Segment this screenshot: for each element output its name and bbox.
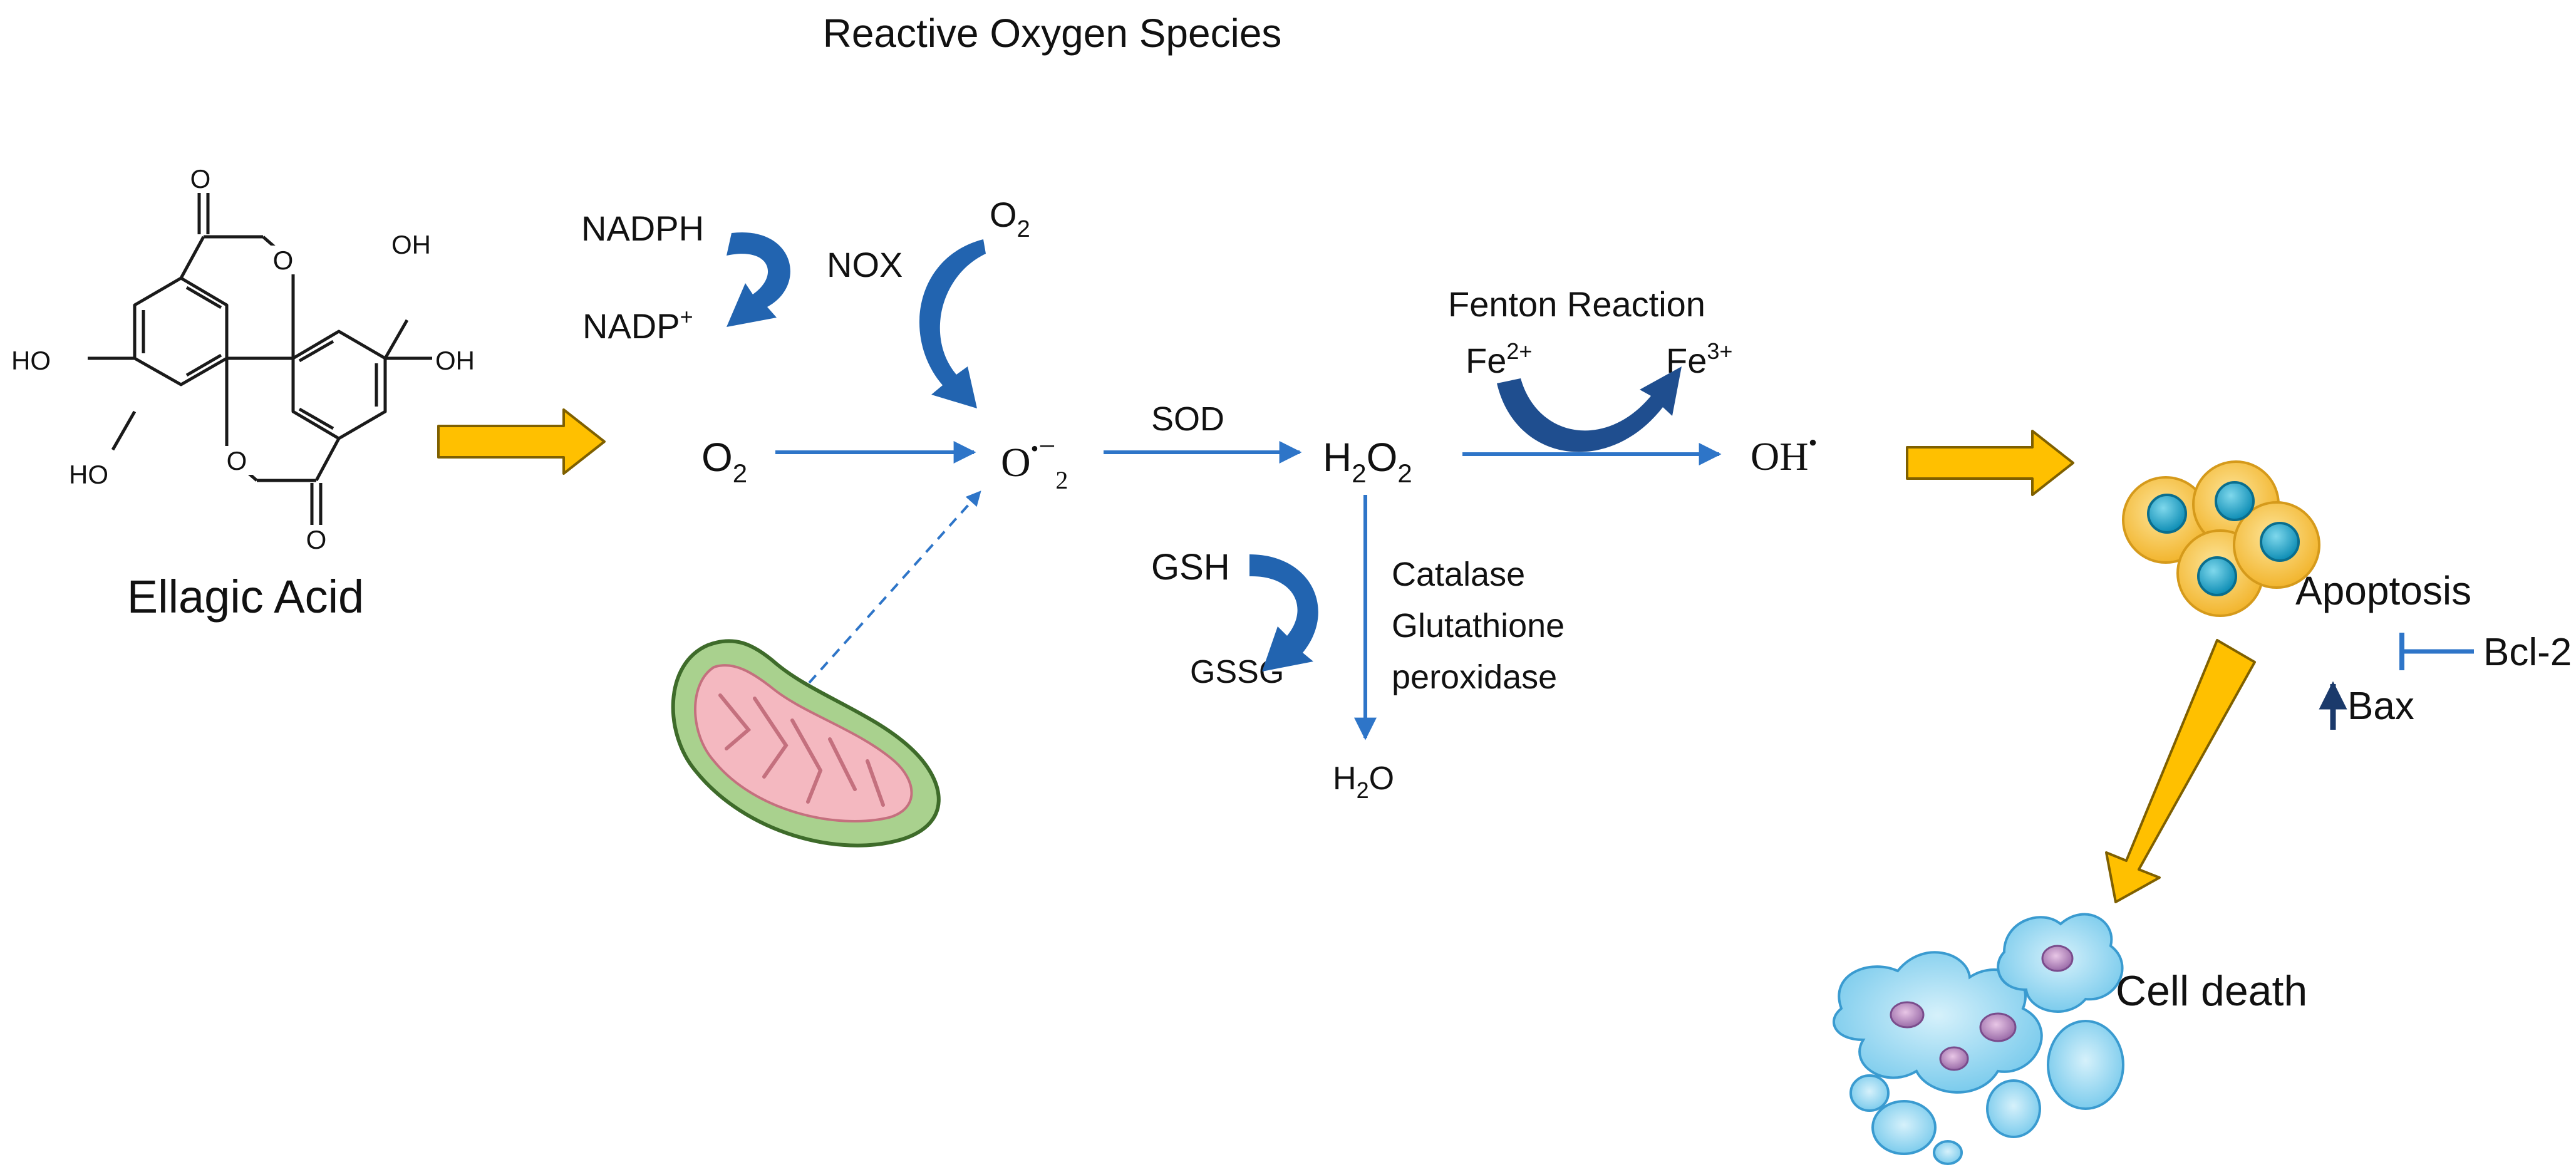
atom-ho-left: HO [11, 346, 51, 375]
gsh-label: GSH [1151, 547, 1230, 588]
atom-ho-bottom: HO [69, 460, 108, 489]
atom-o-ring-top: O [273, 246, 294, 275]
fenton-reaction-label: Fenton Reaction [1448, 284, 1705, 324]
mitochondrion-icon [671, 639, 941, 848]
atom-o-carbonyl-bottom: O [306, 525, 327, 554]
fenton-curved-arrow [1497, 366, 1682, 452]
nadph-curved-arrow [727, 232, 790, 327]
atom-oh-top: OH [391, 230, 431, 259]
enzyme-glutathione: Glutathione [1392, 607, 1565, 645]
fe2-label: Fe2+ [1466, 338, 1532, 380]
enzyme-catalase: Catalase [1392, 556, 1525, 593]
o2-curved-arrow [919, 239, 986, 408]
h2o2-label: H2O2 [1323, 435, 1412, 488]
mitochondria-dashed-arrow [808, 490, 981, 684]
atom-oh-right: OH [435, 346, 475, 375]
superoxide-label: O•−2 [1001, 430, 1068, 494]
dead-cells-icon [1833, 913, 2124, 1165]
bcl2-label: Bcl-2 [2483, 631, 2572, 674]
dead-cell-nuclei [1890, 945, 2074, 1071]
bax-label: Bax [2347, 685, 2414, 728]
nox-label: NOX [827, 245, 903, 284]
cell-death-label: Cell death [2116, 967, 2307, 1015]
apoptotic-cells-icon [2122, 460, 2320, 617]
atom-o-carbonyl-top: O [190, 164, 211, 194]
orange-arrow-2 [1906, 430, 2074, 496]
nadph-label: NADPH [581, 209, 704, 248]
enzyme-peroxidase: peroxidase [1392, 658, 1557, 696]
hydroxyl-label: OH• [1751, 428, 1817, 479]
diagram-title: Reactive Oxygen Species [823, 11, 1282, 56]
o2-top-label: O2 [990, 195, 1030, 242]
nadp-label: NADP+ [582, 304, 693, 346]
molecule-name: Ellagic Acid [127, 571, 364, 623]
o2-main-label: O2 [701, 435, 747, 488]
sod-label: SOD [1151, 400, 1224, 438]
apoptosis-label: Apoptosis [2295, 568, 2471, 613]
orange-arrow-3 [2105, 639, 2256, 903]
orange-arrow-1 [437, 408, 606, 475]
ellagic-acid-structure [88, 185, 432, 532]
h2o-label: H2O [1333, 760, 1394, 803]
atom-o-ring-bottom: O [227, 446, 247, 475]
gsh-curved-arrow [1249, 554, 1318, 672]
